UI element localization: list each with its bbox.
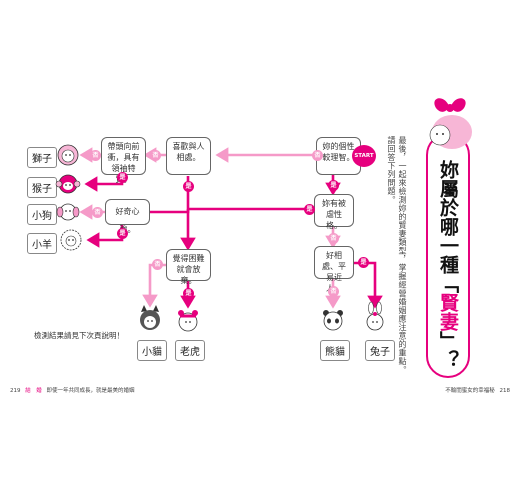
question-box-leader: 帶頭向前衝，具有領袖特質。 — [101, 137, 146, 184]
girl-mascot-icon — [429, 98, 472, 149]
no-tag: 否 — [92, 207, 103, 218]
title-question: ？ — [437, 350, 459, 369]
no-tag: 否 — [152, 259, 163, 270]
no-tag: 否 — [328, 286, 339, 297]
no-tag: 否 — [328, 233, 339, 244]
yes-tag: 是 — [358, 257, 369, 268]
footer-right: 不輸閨蜜女的幸福秘 218 — [445, 386, 510, 394]
result-panda: 熊貓 — [320, 340, 350, 361]
intro-paragraph: 最後，一起來檢測妳的賢妻類型，掌握經營婚姻應注意的重點。請回答下列問題。 — [387, 136, 407, 374]
result-dog: 小狗 — [27, 204, 57, 225]
result-note: 檢測結果請見下次頁說明！ — [34, 331, 124, 340]
yes-tag: 是 — [117, 228, 128, 239]
title-close-bracket: 」 — [437, 331, 459, 350]
footer-left-tag: 結 婚 — [25, 388, 42, 394]
title-main: 妳屬於哪一種 — [437, 160, 459, 274]
result-cat: 小貓 — [137, 340, 167, 361]
line-q3-rabbit — [353, 261, 383, 309]
footer-left: 219 結 婚 即使一年共同成長，就是最美的婚姻 — [10, 386, 135, 394]
footer-right-text: 不輸閨蜜女的幸福秘 — [445, 388, 495, 394]
question-box-curious: 好奇心強。 — [105, 199, 150, 234]
title-frame — [426, 133, 470, 378]
no-tag: 否 — [150, 150, 161, 161]
result-rabbit: 兔子 — [365, 340, 395, 361]
no-tag: 否 — [90, 150, 101, 161]
title-highlight: 賢妻 — [437, 293, 459, 331]
yes-tag: 是 — [183, 288, 194, 299]
question-box-likes-people: 喜歡與人相處。 — [166, 137, 211, 175]
yes-tag: 是 — [304, 204, 315, 215]
line-q7-cat — [142, 263, 166, 308]
question-box-masochistic: 妳有被虐性格。 — [314, 194, 354, 230]
yes-tag: 是 — [328, 180, 339, 191]
yes-tag: 是 — [117, 172, 128, 183]
page-number-left: 219 — [10, 388, 21, 394]
no-tag: 否 — [312, 150, 323, 161]
yes-tag: 是 — [183, 181, 194, 192]
result-lion: 獅子 — [27, 147, 57, 168]
question-box-give-up: 覺得困難就會放棄。 — [166, 249, 211, 285]
page-number-right: 218 — [499, 388, 511, 394]
title-open-bracket: 「 — [437, 274, 459, 293]
start-badge: START — [352, 145, 376, 167]
footer-left-text: 即使一年共同成長，就是最美的婚姻 — [46, 388, 135, 394]
result-monkey: 猴子 — [27, 177, 57, 198]
result-sheep: 小羊 — [27, 233, 57, 254]
question-box-approachable: 好相處、平易近人。 — [314, 246, 354, 293]
title-text: 妳屬於哪一種「賢妻」？ — [436, 160, 460, 369]
result-tiger: 老虎 — [175, 340, 205, 361]
